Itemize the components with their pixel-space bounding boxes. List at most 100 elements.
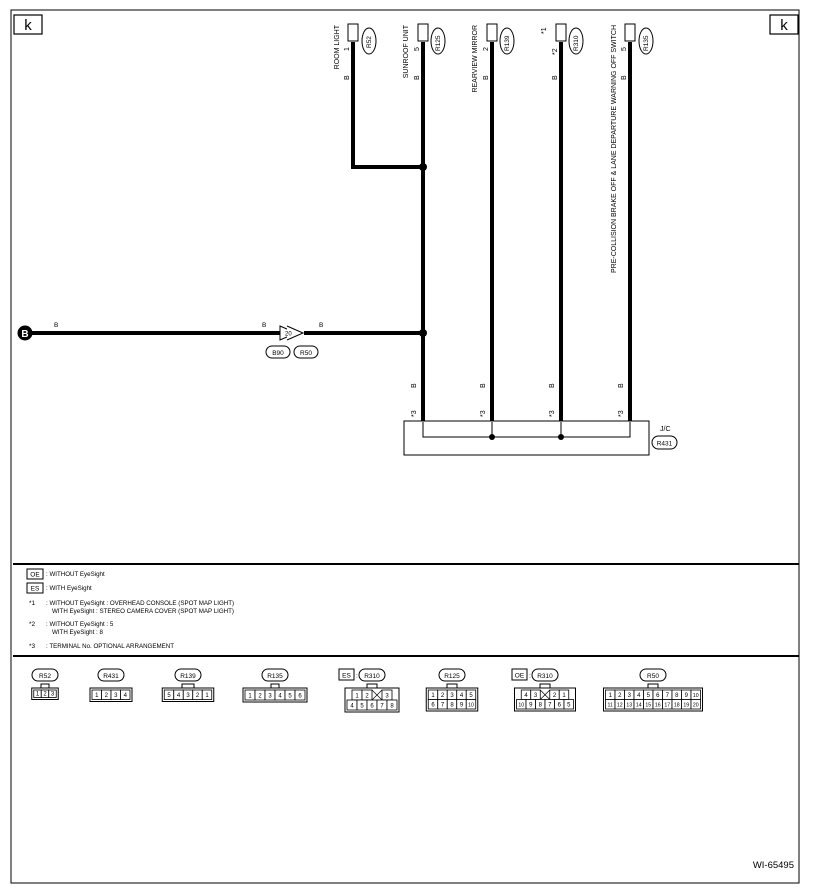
connector-pin: 14 bbox=[636, 703, 642, 709]
connector-pin: 1 bbox=[248, 694, 252, 700]
pin-number: 2 bbox=[483, 47, 490, 51]
connector-pin: 4 bbox=[524, 693, 528, 699]
pin-number: 5 bbox=[414, 47, 421, 51]
legend-mark: *1 bbox=[29, 600, 36, 607]
wire-color-label: B bbox=[414, 75, 421, 80]
jc-title: J/C bbox=[660, 426, 671, 433]
connector-pin: 5 bbox=[167, 693, 171, 699]
connector-pin: 17 bbox=[664, 703, 670, 709]
wire-color-label: B bbox=[480, 383, 487, 388]
connector-view-name: R310 bbox=[364, 673, 380, 680]
wire-color-label: B bbox=[483, 75, 490, 80]
connector-pin: 10 bbox=[518, 703, 524, 709]
connector-pin: 2 bbox=[618, 693, 622, 699]
connector-pin: 2 bbox=[105, 693, 109, 699]
legend-text: WITH EyeSight : 8 bbox=[52, 629, 103, 636]
inline-pin: 20 bbox=[285, 332, 292, 338]
wire-color-label: B bbox=[262, 322, 266, 329]
connector-pin: 1 bbox=[431, 693, 435, 699]
connector-name: R125 bbox=[435, 35, 442, 51]
connector-view-name: R50 bbox=[647, 673, 659, 680]
connector-pin: 1 bbox=[355, 694, 359, 700]
ground-point: B bbox=[17, 325, 33, 341]
legend-text: : WITH EyeSight bbox=[46, 585, 92, 592]
connector-pin: 3 bbox=[268, 694, 272, 700]
legend-text: : TERMINAL No. OPTIONAL ARRANGEMENT bbox=[46, 643, 174, 650]
junction-dot bbox=[419, 163, 427, 171]
pin-number: *2 bbox=[552, 48, 559, 55]
pin-number: *3 bbox=[411, 410, 418, 417]
wire-color-label: B bbox=[621, 75, 628, 80]
connector-pin: 3 bbox=[385, 694, 389, 700]
legend-text: : WITHOUT EyeSight bbox=[46, 571, 105, 578]
connector-pin: 3 bbox=[450, 693, 454, 699]
connector-pin: 11 bbox=[608, 703, 613, 709]
legend: OE : WITHOUT EyeSight ES : WITH EyeSight… bbox=[26, 568, 234, 650]
connector-pin: 12 bbox=[617, 703, 623, 709]
connector-pin: 1 bbox=[205, 693, 209, 699]
connector-pin: 13 bbox=[626, 703, 632, 709]
inline-connector bbox=[279, 325, 305, 341]
pin-number: *3 bbox=[480, 410, 487, 417]
wire-color-label: B bbox=[618, 383, 625, 388]
wire-color-label: B bbox=[552, 75, 559, 80]
connector-pin: 6 bbox=[656, 693, 660, 699]
connector-pin: 2 bbox=[365, 694, 369, 700]
connector-view-prefix: ES bbox=[342, 673, 351, 680]
connector-view-name: R135 bbox=[267, 673, 283, 680]
wire-color-label: B bbox=[344, 75, 351, 80]
connector-view-name: R139 bbox=[180, 673, 196, 680]
component-label: REARVIEW MIRROR bbox=[472, 25, 479, 93]
svg-text::: : bbox=[356, 673, 358, 680]
connector-pin: 19 bbox=[683, 703, 689, 709]
connector-pin: 2 bbox=[43, 692, 47, 698]
connector-pin: 8 bbox=[390, 704, 394, 710]
connector-pin: 5 bbox=[567, 703, 571, 709]
connector-name: R139 bbox=[504, 35, 511, 51]
legend-mark: *3 bbox=[29, 643, 36, 650]
connector-pin: 3 bbox=[51, 692, 55, 698]
connector-pin: 4 bbox=[460, 693, 464, 699]
legend-mark: *2 bbox=[29, 621, 36, 628]
connector-view-prefix: OE bbox=[515, 673, 525, 680]
connector-name: B90 bbox=[272, 350, 284, 357]
connector-pin: 6 bbox=[370, 704, 374, 710]
page-frame bbox=[10, 9, 800, 884]
pin-number: *3 bbox=[618, 410, 625, 417]
pin-number: 1 bbox=[344, 47, 351, 51]
connector-pin: 8 bbox=[450, 703, 454, 709]
connector-pin: 5 bbox=[360, 704, 364, 710]
connector-pin: 6 bbox=[558, 703, 562, 709]
connector-pin: 2 bbox=[196, 693, 200, 699]
diagram-id: WI-65495 bbox=[753, 860, 794, 871]
connector-pin: 4 bbox=[177, 693, 181, 699]
connector-pin: 6 bbox=[298, 694, 302, 700]
connector-pin: 1 bbox=[95, 693, 99, 699]
connector-pin: 8 bbox=[539, 703, 543, 709]
note-mark: *1 bbox=[541, 27, 548, 34]
connector-pin: 2 bbox=[441, 693, 445, 699]
connector-pin: 7 bbox=[666, 693, 670, 699]
connector-pin: 2 bbox=[258, 694, 262, 700]
pin-number: 5 bbox=[621, 47, 628, 51]
pin-number: *3 bbox=[549, 410, 556, 417]
connector-name: R52 bbox=[366, 36, 373, 48]
junction-dot bbox=[419, 329, 427, 337]
inline-connector-names bbox=[265, 345, 319, 359]
connector-pin: 3 bbox=[628, 693, 632, 699]
wire-room-light bbox=[351, 42, 423, 169]
connector-view-name: R52 bbox=[39, 673, 51, 680]
connector-pin: 16 bbox=[655, 703, 661, 709]
connector-pin: 15 bbox=[645, 703, 651, 709]
corner-mark-left: k bbox=[13, 14, 43, 35]
